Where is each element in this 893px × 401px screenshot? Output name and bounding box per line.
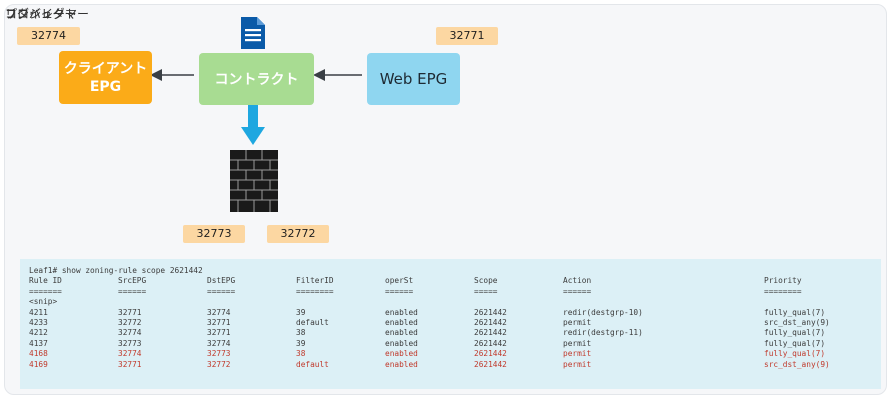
zoning-rule-cell: 38 bbox=[296, 349, 306, 359]
zoning-rule-cell: default bbox=[296, 359, 329, 369]
zoning-rule-cell: enabled bbox=[385, 328, 418, 338]
zoning-rule-cell: 4169 bbox=[29, 359, 48, 369]
cli-separator: ====== bbox=[118, 286, 147, 296]
zoning-rule-cell: 32774 bbox=[118, 328, 142, 338]
zoning-rule-cell: enabled bbox=[385, 317, 418, 327]
client-epg-box: クライアント EPG bbox=[59, 51, 152, 104]
zoning-rule-cell: 32771 bbox=[207, 317, 231, 327]
cli-separator: ======= bbox=[29, 286, 62, 296]
zoning-rule-cell: permit bbox=[563, 349, 592, 359]
zoning-rule-cell: enabled bbox=[385, 359, 418, 369]
diagram-panel: コンシューマー プロバイダー 32774 32771 クライアント EPG コン… bbox=[4, 4, 887, 395]
zoning-rule-cell: 32774 bbox=[207, 307, 231, 317]
zoning-rule-cell: 32773 bbox=[118, 338, 142, 348]
zoning-rule-cell: default bbox=[296, 317, 329, 327]
zoning-rule-cell: fully_qual(7) bbox=[764, 338, 826, 348]
document-icon bbox=[241, 17, 265, 49]
zoning-rule-cell: 2621442 bbox=[474, 307, 507, 317]
contract-box: コントラクト bbox=[199, 53, 314, 105]
cli-snip: <snip> bbox=[29, 297, 58, 307]
zoning-rule-cell: 4212 bbox=[29, 328, 48, 338]
zoning-rule-cell: permit bbox=[563, 317, 592, 327]
cli-header: Rule ID bbox=[29, 276, 62, 286]
firewall-right-id-tag: 32772 bbox=[267, 225, 329, 243]
cli-separator-row: ======= ====== ====== ======== ====== ==… bbox=[29, 287, 872, 297]
zoning-rule-cell: 4211 bbox=[29, 307, 48, 317]
zoning-rule-cell: permit bbox=[563, 338, 592, 348]
zoning-rule-cell: 4233 bbox=[29, 317, 48, 327]
zoning-rule-cell: enabled bbox=[385, 349, 418, 359]
connector-arrows bbox=[150, 69, 362, 145]
redirect-arrow bbox=[241, 101, 265, 145]
web-epg-id-tag: 32771 bbox=[436, 27, 498, 45]
zoning-rule-cell: 2621442 bbox=[474, 349, 507, 359]
zoning-rule-cell: 4168 bbox=[29, 349, 48, 359]
zoning-rule-cell: 32774 bbox=[207, 338, 231, 348]
zoning-rule-cell: 32771 bbox=[118, 307, 142, 317]
zoning-rule-cell: 39 bbox=[296, 307, 306, 317]
client-epg-id-tag: 32774 bbox=[17, 27, 80, 45]
zoning-rule-cell: redir(destgrp-10) bbox=[563, 307, 643, 317]
zoning-rule-cell: fully_qual(7) bbox=[764, 328, 826, 338]
cli-separator: ======== bbox=[296, 286, 334, 296]
cli-header: Action bbox=[563, 276, 592, 286]
zoning-rule-cell: 32774 bbox=[118, 349, 142, 359]
firewall-icon bbox=[230, 150, 278, 212]
zoning-rule-row: 4137 32773 32774 39 enabled 2621442 permit full… bbox=[29, 339, 872, 349]
zoning-rule-cell: 2621442 bbox=[474, 338, 507, 348]
zoning-rule-cell: 39 bbox=[296, 338, 306, 348]
cli-header-row: Rule ID SrcEPG DstEPG FilterID operSt Sc… bbox=[29, 276, 872, 286]
zoning-rule-cell: 32771 bbox=[207, 328, 231, 338]
zoning-rule-row: 4168 32774 32773 38 enabled 2621442 permit full… bbox=[29, 349, 872, 359]
zoning-rule-cell: enabled bbox=[385, 307, 418, 317]
zoning-rule-cell: fully_qual(7) bbox=[764, 307, 826, 317]
zoning-rule-row: 4233 32772 32771 default enabled 2621442 permi… bbox=[29, 318, 872, 328]
zoning-rule-cell: 32771 bbox=[118, 359, 142, 369]
zoning-rule-row: 4211 32771 32774 39 enabled 2621442 redir(dest… bbox=[29, 308, 872, 318]
provider-label: プロバイダー bbox=[5, 7, 77, 21]
cli-separator: ====== bbox=[385, 286, 414, 296]
web-epg-box: Web EPG bbox=[367, 53, 460, 105]
redirect-label: リダイレクト bbox=[5, 7, 78, 21]
zoning-rule-cell: fully_qual(7) bbox=[764, 349, 826, 359]
zoning-rule-cell: 2621442 bbox=[474, 317, 507, 327]
cli-header: operSt bbox=[385, 276, 414, 286]
cli-separator: ====== bbox=[207, 286, 236, 296]
cli-separator: ===== bbox=[474, 286, 498, 296]
zoning-rule-cell: 38 bbox=[296, 328, 306, 338]
cli-header: SrcEPG bbox=[118, 276, 147, 286]
zoning-rule-cell: 32772 bbox=[207, 359, 231, 369]
zoning-rule-row: 4212 32774 32771 38 enabled 2621442 redir(dest… bbox=[29, 328, 872, 338]
zoning-rule-cell: permit bbox=[563, 359, 592, 369]
firewall-left-id-tag: 32773 bbox=[183, 225, 245, 243]
zoning-rule-cell: 32772 bbox=[118, 317, 142, 327]
zoning-rule-cell: 4137 bbox=[29, 338, 48, 348]
zoning-rule-row: 4169 32771 32772 default enabled 2621442 permi… bbox=[29, 360, 872, 370]
cli-header: Scope bbox=[474, 276, 498, 286]
cli-command: Leaf1# show zoning-rule scope 2621442 bbox=[29, 266, 203, 275]
zoning-rule-cell: enabled bbox=[385, 338, 418, 348]
zoning-rule-cell: 32773 bbox=[207, 349, 231, 359]
zoning-rule-cell: 2621442 bbox=[474, 328, 507, 338]
cli-header: DstEPG bbox=[207, 276, 236, 286]
cli-header: Priority bbox=[764, 276, 802, 286]
cli-separator: ======== bbox=[764, 286, 802, 296]
zoning-rule-cell: 2621442 bbox=[474, 359, 507, 369]
cli-separator: ====== bbox=[563, 286, 592, 296]
zoning-rule-cell: redir(destgrp-11) bbox=[563, 328, 643, 338]
consumer-label: コンシューマー bbox=[5, 7, 90, 21]
zoning-rule-cell: src_dst_any(9) bbox=[764, 359, 830, 369]
cli-header: FilterID bbox=[296, 276, 334, 286]
zoning-rule-cell: src_dst_any(9) bbox=[764, 317, 830, 327]
cli-output: Leaf1# show zoning-rule scope 2621442 Ru… bbox=[20, 259, 881, 389]
